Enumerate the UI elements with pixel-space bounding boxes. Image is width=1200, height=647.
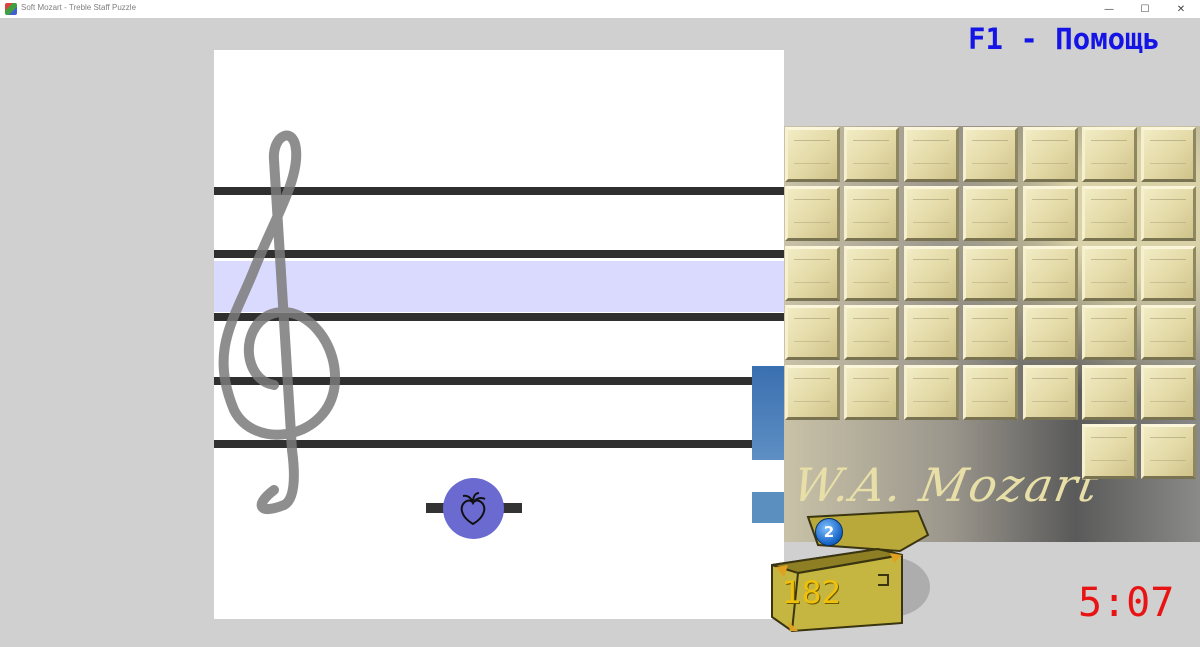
puzzle-tile[interactable] bbox=[1141, 365, 1196, 420]
staff-line bbox=[214, 377, 784, 385]
puzzle-tile[interactable] bbox=[904, 305, 959, 360]
puzzle-tile[interactable] bbox=[1082, 365, 1137, 420]
puzzle-tile[interactable] bbox=[844, 186, 899, 241]
help-hint: F1 - Помощь bbox=[968, 22, 1161, 56]
puzzle-tile[interactable] bbox=[963, 127, 1018, 182]
puzzle-tile[interactable] bbox=[844, 305, 899, 360]
treble-clef-icon bbox=[218, 130, 341, 514]
puzzle-tile[interactable] bbox=[1141, 186, 1196, 241]
puzzle-tile[interactable] bbox=[1141, 424, 1196, 479]
puzzle-tile[interactable] bbox=[1141, 246, 1196, 301]
puzzle-tile[interactable] bbox=[963, 186, 1018, 241]
puzzle-tile[interactable] bbox=[1082, 305, 1137, 360]
puzzle-tile[interactable] bbox=[844, 246, 899, 301]
puzzle-tile[interactable] bbox=[785, 246, 840, 301]
puzzle-tile[interactable] bbox=[904, 246, 959, 301]
puzzle-tile[interactable] bbox=[1082, 246, 1137, 301]
treasure-chest-icon bbox=[771, 509, 930, 633]
puzzle-tile[interactable] bbox=[963, 365, 1018, 420]
puzzle-tile[interactable] bbox=[785, 186, 840, 241]
minimize-button[interactable]: — bbox=[1104, 4, 1114, 15]
puzzle-tile[interactable] bbox=[1023, 246, 1078, 301]
puzzle-tile[interactable] bbox=[1023, 305, 1078, 360]
background-strip bbox=[752, 492, 784, 523]
puzzle-tile[interactable] bbox=[1082, 127, 1137, 182]
puzzle-tile[interactable] bbox=[1023, 365, 1078, 420]
puzzle-tile[interactable] bbox=[785, 127, 840, 182]
close-button[interactable]: ✕ bbox=[1176, 4, 1186, 15]
score: 182 bbox=[782, 575, 842, 611]
staff-line bbox=[214, 187, 784, 195]
puzzle-tile[interactable] bbox=[904, 127, 959, 182]
puzzle-tile[interactable] bbox=[904, 365, 959, 420]
puzzle-tile[interactable] bbox=[1082, 424, 1137, 479]
puzzle-tile[interactable] bbox=[785, 365, 840, 420]
portrait-caption: W.A. Mozart bbox=[789, 458, 1105, 512]
puzzle-tile[interactable] bbox=[1141, 127, 1196, 182]
maximize-button[interactable]: ☐ bbox=[1140, 4, 1150, 15]
window-title: Soft Mozart - Treble Staff Puzzle bbox=[21, 3, 137, 12]
puzzle-tile[interactable] bbox=[785, 305, 840, 360]
staff-line bbox=[214, 250, 784, 258]
beet-icon bbox=[460, 492, 486, 525]
puzzle-tile[interactable] bbox=[1082, 186, 1137, 241]
puzzle-tile[interactable] bbox=[1023, 127, 1078, 182]
timer: 5:07 bbox=[1078, 580, 1175, 626]
staff-highlight-space bbox=[214, 261, 784, 312]
puzzle-tile[interactable] bbox=[844, 127, 899, 182]
title-bar[interactable]: Soft Mozart - Treble Staff Puzzle — ☐ ✕ bbox=[0, 0, 1200, 19]
puzzle-tile[interactable] bbox=[904, 186, 959, 241]
treble-staff[interactable] bbox=[214, 50, 784, 619]
staff-line bbox=[214, 313, 784, 321]
puzzle-board[interactable]: W.A. Mozart bbox=[784, 126, 1200, 542]
puzzle-tile[interactable] bbox=[844, 365, 899, 420]
note-head[interactable] bbox=[443, 478, 504, 539]
app-icon bbox=[5, 3, 17, 15]
staff-line bbox=[214, 440, 784, 448]
coin-badge: 2 bbox=[815, 518, 843, 546]
puzzle-tile[interactable] bbox=[963, 246, 1018, 301]
puzzle-tile[interactable] bbox=[1023, 186, 1078, 241]
puzzle-tile[interactable] bbox=[963, 305, 1018, 360]
background-strip bbox=[752, 366, 784, 460]
puzzle-tile[interactable] bbox=[1141, 305, 1196, 360]
